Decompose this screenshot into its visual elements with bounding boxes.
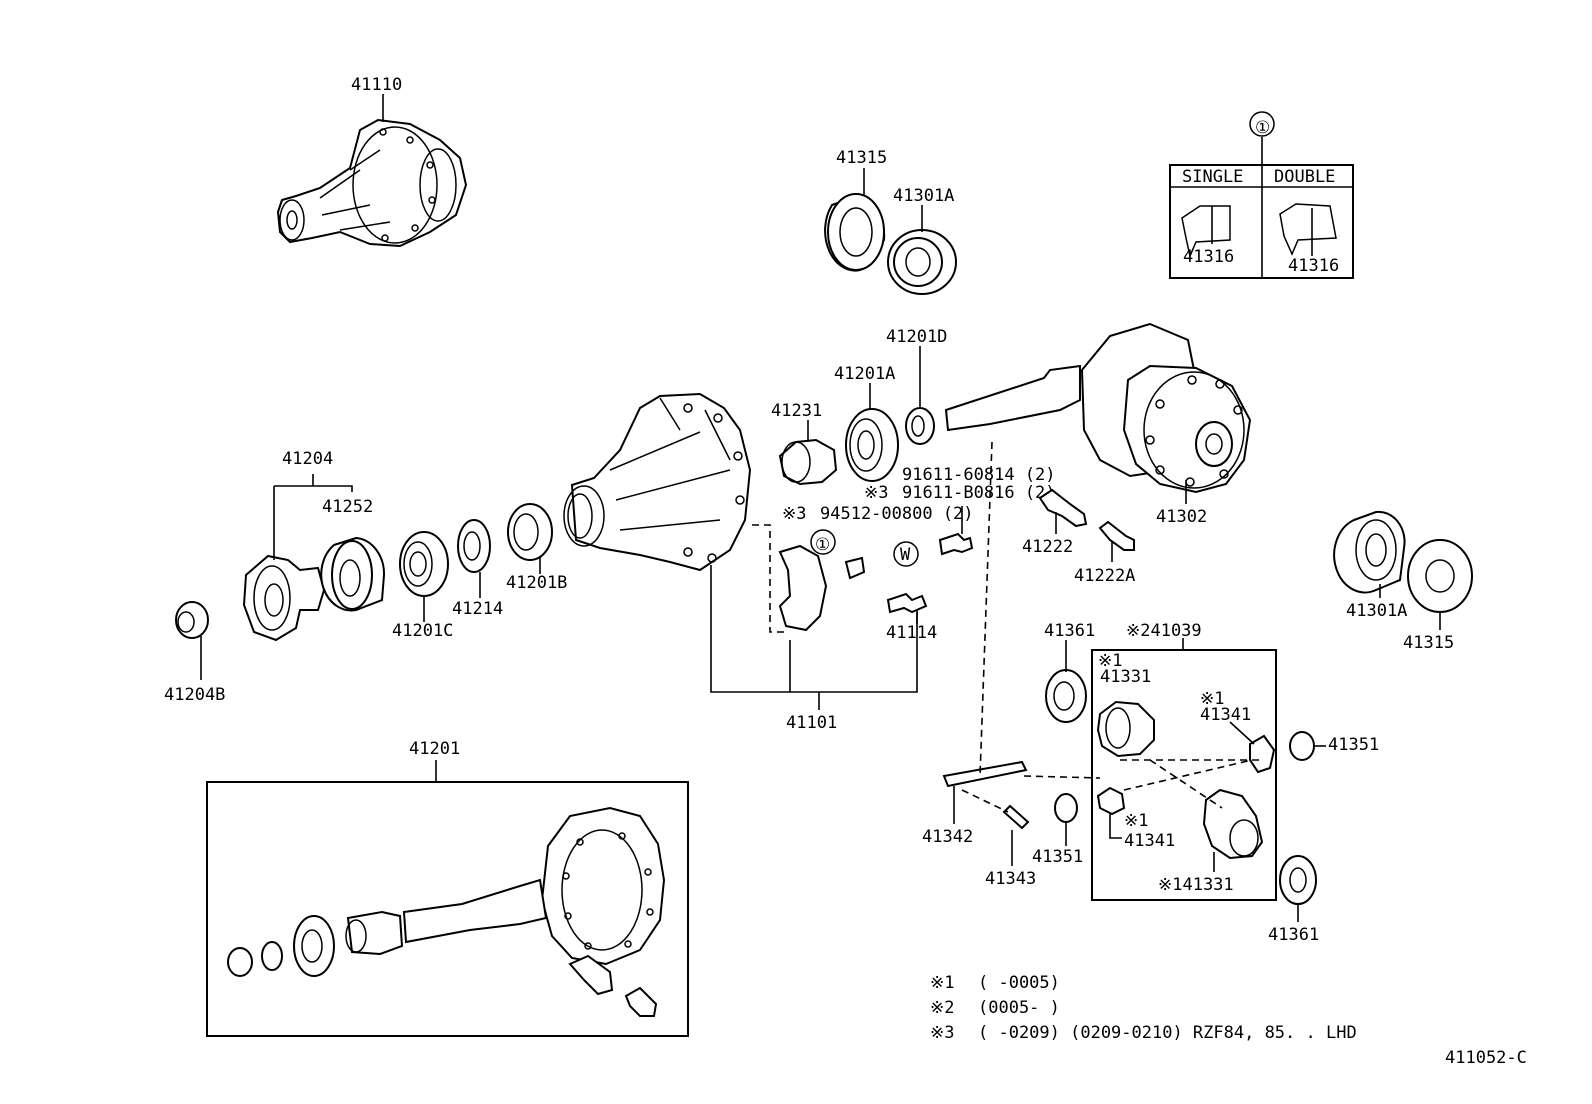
- pin-41343: [961, 789, 1030, 866]
- label-41222: 41222: [1022, 537, 1073, 557]
- label-41201D: 41201D: [886, 327, 947, 347]
- note-2-mark: ※2: [930, 998, 954, 1018]
- washer-symbol: W: [900, 545, 911, 565]
- washer-W: [893, 541, 919, 567]
- washer-part: 94512-00800 (2): [820, 504, 974, 524]
- drive-pinion: [345, 878, 548, 956]
- label-41341-lower: 41341: [1124, 831, 1175, 851]
- callout-circle-1: ①: [815, 535, 830, 555]
- pinion-41341-lower: [1096, 786, 1126, 839]
- label-41231: 41231: [771, 401, 822, 421]
- mark1-41341-upper: ※1: [1200, 689, 1224, 709]
- bearing-41301A-right: [1333, 510, 1406, 598]
- label-241039: ※241039: [1126, 621, 1202, 641]
- bearing-41315-top: [824, 168, 886, 272]
- note-1-range: ( -0005): [978, 973, 1060, 993]
- washer-41361-top: [1045, 640, 1087, 723]
- spacer-41201D: [905, 346, 935, 445]
- bearing-41201A: [845, 383, 899, 482]
- inset-single-label: SINGLE: [1182, 167, 1243, 187]
- inset-double-part: 41316: [1288, 256, 1339, 276]
- bearing-cap-41101: [752, 524, 828, 633]
- label-41201: 41201: [409, 739, 460, 759]
- carrier-housing-41101: [563, 392, 918, 710]
- note-1-mark: ※1: [930, 973, 954, 993]
- washer-41351-left: [1054, 793, 1078, 846]
- label-41204B: 41204B: [164, 685, 225, 705]
- label-41301A-right: 41301A: [1346, 601, 1407, 621]
- bolt-mark-b: ※3: [864, 483, 888, 503]
- pinion-shaft-41342: [942, 441, 1260, 824]
- label-41342: 41342: [922, 827, 973, 847]
- ring-gear-bolts: [568, 954, 658, 1017]
- bolt-41114: [886, 592, 928, 624]
- bearing-41315-right: [1407, 539, 1473, 630]
- ring-pinion-box-41201: [206, 760, 689, 1037]
- side-gear-41331: [1096, 700, 1155, 758]
- inset-single-part: 41316: [1183, 247, 1234, 267]
- label-41331: 41331: [1100, 667, 1151, 687]
- note-2-range: (0005- ): [978, 998, 1060, 1018]
- washer-mark: ※3: [782, 504, 806, 524]
- bolt-part-a: 91611-60814 (2): [902, 465, 1056, 485]
- label-41114: 41114: [886, 623, 937, 643]
- bearing-41201B: [507, 503, 553, 574]
- bearing-41201C: [399, 531, 449, 622]
- date-notes: ※1 ( -0005) ※2 (0005- ) ※3 ( -0209) (020…: [930, 973, 1357, 1043]
- pinion-41341-upper: [1229, 721, 1276, 774]
- label-41101: 41101: [786, 713, 837, 733]
- shim-41316: [810, 529, 866, 580]
- bolt-91611: [938, 506, 974, 556]
- ring-gear: [540, 806, 666, 966]
- nut-41204B: [175, 601, 209, 680]
- shim-type-inset: [1169, 111, 1354, 279]
- label-41315-right: 41315: [1403, 633, 1454, 653]
- side-gear-141331: [1202, 788, 1264, 872]
- inset-double-label: DOUBLE: [1274, 167, 1335, 187]
- label-41201A: 41201A: [834, 364, 895, 384]
- label-41351-left: 41351: [1032, 847, 1083, 867]
- figure-code: 411052-C: [1445, 1048, 1527, 1068]
- pin-41222: [1038, 488, 1088, 534]
- label-41343: 41343: [985, 869, 1036, 889]
- label-41252: 41252: [322, 497, 373, 517]
- label-41315-top: 41315: [836, 148, 887, 168]
- pinion-bearing-kit: [227, 915, 335, 977]
- label-41110: 41110: [351, 75, 402, 95]
- note-3-range: ( -0209) (0209-0210) RZF84, 85. . LHD: [978, 1023, 1357, 1043]
- label-41201B: 41201B: [506, 573, 567, 593]
- label-41351-right: 41351: [1328, 735, 1379, 755]
- label-41301A-top: 41301A: [893, 186, 954, 206]
- spacer-41214: [457, 519, 491, 598]
- inset-callout: ①: [1255, 118, 1270, 138]
- bearing-cup-41231: [778, 420, 838, 486]
- bearing-41301A-top: [887, 205, 957, 295]
- label-41341-upper: 41341: [1200, 705, 1251, 725]
- mark1-41331: ※1: [1098, 651, 1122, 671]
- washer-41361-bottom: [1279, 855, 1317, 922]
- label-141331: ※141331: [1158, 875, 1234, 895]
- label-41302: 41302: [1156, 507, 1207, 527]
- label-41204: 41204: [282, 449, 333, 469]
- label-41361-bottom: 41361: [1268, 925, 1319, 945]
- label-41222A: 41222A: [1074, 566, 1135, 586]
- label-41361-top: 41361: [1044, 621, 1095, 641]
- pinion-kit-box: [1091, 638, 1277, 901]
- carrier-assembly-41110: [276, 94, 468, 248]
- label-41214: 41214: [452, 599, 503, 619]
- bolt-part-b: 91611-B0816 (2): [902, 483, 1056, 503]
- oil-seal-41252: [320, 536, 386, 612]
- flange-41204: [242, 474, 353, 642]
- mark1-41341-lower: ※1: [1124, 811, 1148, 831]
- label-41201C: 41201C: [392, 621, 453, 641]
- washer-41351-right: [1289, 731, 1326, 761]
- pin-41222A: [1098, 520, 1135, 562]
- note-3-mark: ※3: [930, 1023, 954, 1043]
- differential-case-41302: [944, 322, 1252, 504]
